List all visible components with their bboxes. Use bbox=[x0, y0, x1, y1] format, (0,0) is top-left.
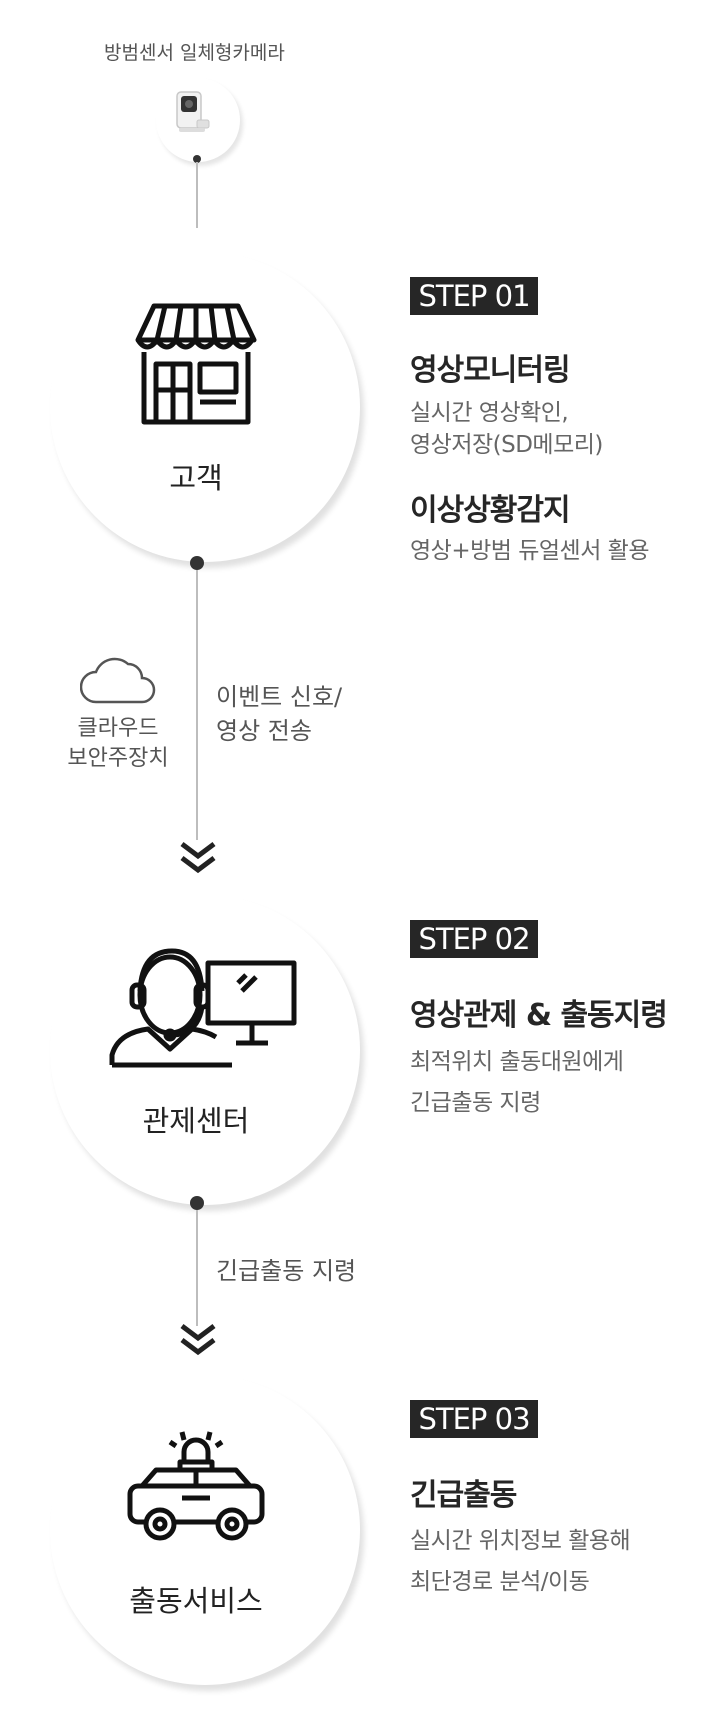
camera-label: 방범센서 일체형카메라 bbox=[104, 42, 285, 64]
step2-title-1: 영상관제 & 출동지령 bbox=[410, 998, 668, 1033]
chevron-double-down-icon bbox=[178, 840, 218, 880]
timeline-line bbox=[196, 570, 198, 840]
step1-title-2: 이상상황감지 bbox=[410, 493, 571, 528]
step-badge-01: STEP 01 bbox=[410, 277, 538, 315]
dispatch-service-label: 출동서비스 bbox=[129, 1584, 263, 1618]
timeline-dot bbox=[190, 556, 204, 570]
camera-icon bbox=[173, 90, 213, 140]
transfer-text-2: 영상 전송 bbox=[216, 717, 312, 745]
step-badge-03: STEP 03 bbox=[410, 1400, 538, 1438]
control-center-circle bbox=[50, 895, 360, 1205]
store-icon bbox=[134, 300, 258, 428]
cloud-label-2: 보안주장치 bbox=[67, 746, 169, 771]
timeline-dot bbox=[193, 155, 201, 163]
step1-title-1: 영상모니터링 bbox=[410, 353, 571, 388]
step1-desc-1b: 영상저장(SD메모리) bbox=[410, 432, 603, 458]
timeline-line bbox=[196, 1210, 198, 1326]
dispatch-order-text: 긴급출동 지령 bbox=[216, 1257, 357, 1285]
step2-desc-1a: 최적위치 출동대원에게 bbox=[410, 1049, 624, 1075]
step1-desc-2a: 영상+방범 듀얼센서 활용 bbox=[410, 538, 650, 564]
operator-icon bbox=[108, 945, 298, 1069]
transfer-text-1: 이벤트 신호/ bbox=[216, 683, 343, 711]
timeline-line bbox=[196, 162, 198, 228]
chevron-double-down-icon bbox=[178, 1322, 218, 1362]
step3-title-1: 긴급출동 bbox=[410, 1478, 517, 1513]
timeline-dot bbox=[190, 1196, 204, 1210]
cloud-icon bbox=[79, 652, 156, 706]
step2-desc-1b: 긴급출동 지령 bbox=[410, 1090, 541, 1116]
step1-desc-1a: 실시간 영상확인, bbox=[410, 400, 569, 426]
step3-desc-1b: 최단경로 분석/이동 bbox=[410, 1569, 590, 1595]
cloud-label-1: 클라우드 bbox=[77, 716, 159, 741]
control-center-label: 관제센터 bbox=[142, 1104, 250, 1138]
dispatch-service-circle bbox=[50, 1375, 360, 1685]
step-badge-02: STEP 02 bbox=[410, 920, 538, 958]
police-car-icon bbox=[126, 1428, 266, 1546]
customer-label: 고객 bbox=[169, 461, 223, 495]
step3-desc-1a: 실시간 위치정보 활용해 bbox=[410, 1528, 631, 1554]
